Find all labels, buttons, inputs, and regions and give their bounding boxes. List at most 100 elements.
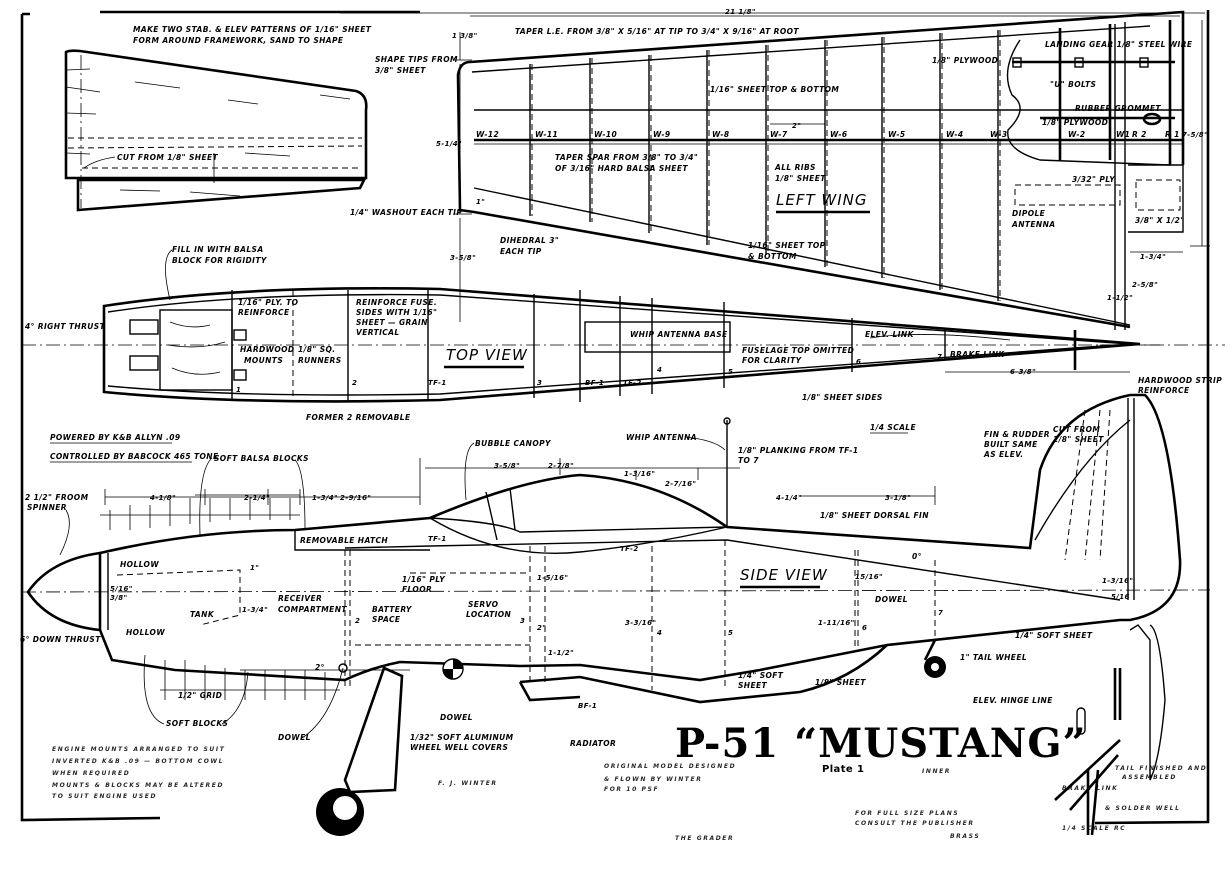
wing-dihedral-note-line2: EACH TIP [500, 247, 542, 256]
ply-floor-note-line2: FLOOR [402, 585, 432, 594]
reinforce-note-line3: SHEET — GRAIN [356, 318, 428, 327]
engine-notes: ENGINE MOUNTS ARRANGED TO SUIT INVERTED … [52, 746, 224, 800]
wing-tip-note-line2: 3/8" SHEET [375, 66, 426, 75]
rib-label: W1 [1116, 130, 1130, 139]
fin-cut-note-line1: CUT FROM [1053, 425, 1100, 434]
battery-note-line2: SPACE [372, 615, 401, 624]
hollow-note-2: HOLLOW [126, 628, 165, 637]
original-note-line1: ORIGINAL MODEL DESIGNED [604, 763, 736, 770]
hollow-note-1: HOLLOW [120, 560, 159, 569]
dowel-note-3: DOWEL [875, 595, 908, 604]
stab-cut-note: CUT FROM 1/8" SHEET [117, 153, 218, 162]
former-label: BF-1 [585, 379, 604, 387]
tail-wheel-icon [923, 639, 946, 678]
rib-label: W-9 [653, 130, 670, 139]
wing-ribs-note-line2: 1/8" SHEET [775, 174, 826, 183]
scale-bottom-label: 1/4 SCALE RC [1062, 825, 1126, 832]
u-bolt-icons [1012, 57, 1162, 126]
former-label: 1 [236, 386, 241, 394]
dowel-icon [338, 663, 348, 673]
center-of-gravity-icon [442, 658, 464, 680]
fin-cut-note-line2: 1/8" SHEET [1053, 435, 1104, 444]
wing-taper-le-note: TAPER L.E. FROM 3/8" X 5/16" AT TIP TO 3… [515, 27, 799, 36]
side-dim-vert: 5/16" [110, 585, 133, 593]
side-former-label: BF-1 [578, 702, 597, 710]
wing-span-dim: 21 1/8" [725, 8, 756, 16]
plan-title: P-51 “MUSTANG” [675, 720, 1086, 767]
side-dim-top: 4-1/8" [150, 494, 176, 502]
receiver-note-line2: COMPARTMENT [278, 605, 347, 614]
side-dim-top: 2-7/8" [548, 462, 574, 470]
engine-note-line4: MOUNTS & BLOCKS MAY BE ALTERED [52, 782, 224, 789]
former-label: TF-2 [623, 379, 642, 387]
top-ply-note-line2: REINFORCE [238, 308, 290, 317]
fuse-top-note-line2: FOR CLARITY [742, 356, 803, 365]
receiver-note-line1: RECEIVER [278, 594, 322, 603]
sheet-sides-note: 1/8" SHEET SIDES [802, 393, 883, 402]
controlled-by-note: CONTROLLED BY BABCOCK 465 TONE [50, 452, 219, 461]
planking-note-line1: 1/8" PLANKING FROM TF-1 [738, 446, 858, 455]
hardwood-strip-note-line1: HARDWOOD STRIP [1138, 376, 1222, 385]
runners-note-line1: 1/8" SQ. [298, 345, 336, 354]
dipole-note-line2: ANTENNA [1011, 220, 1055, 229]
fin-note-line2: BUILT SAME [984, 440, 1038, 449]
former-removable-note: FORMER 2 REMOVABLE [306, 413, 411, 422]
hardwood-note-line1: HARDWOOD [240, 345, 295, 354]
side-dim-vert: 1-1/2" [548, 649, 574, 657]
rib-label: W-11 [535, 130, 558, 139]
side-dim-vert: 1-3/16" [1102, 577, 1133, 585]
designer-credit: F. J. WINTER [438, 780, 498, 787]
side-dim-vert: 3-3/16" [625, 619, 656, 627]
grid-note: 1/2" GRID [178, 691, 222, 700]
brake-note-line1: BRAKE LINK [1062, 785, 1118, 792]
ply-floor-note-line1: 1/16" PLY [402, 575, 446, 584]
wing-dihedral-note-line1: DIHEDRAL 3" [500, 236, 559, 245]
rib-label: R 1 [1165, 130, 1180, 139]
spinner-note-line1: 2 1/2" FROOM [25, 493, 89, 502]
rib-label: R 2 [1132, 130, 1147, 139]
landing-gear-note: LANDING GEAR 1/8" STEEL WIRE [1045, 40, 1193, 49]
side-former-label: TF-2 [620, 545, 639, 553]
top-fill-note-line1: FILL IN WITH BALSA [172, 245, 264, 254]
wing-root-c-dim: 1-1/2" [1107, 294, 1133, 302]
wing-sheet2-note-line2: & BOTTOM [748, 252, 797, 261]
side-dim-vert: 1-11/16" [818, 619, 855, 627]
rib-label: W-8 [712, 130, 729, 139]
former-label: 2 [352, 379, 357, 387]
reinforce-note-line4: VERTICAL [356, 328, 400, 337]
wing-root-b-dim: 2-5/8" [1132, 281, 1158, 289]
whip-antenna-note: WHIP ANTENNA [626, 433, 697, 442]
left-wing-label: LEFT WING [776, 191, 868, 209]
soft-sheet-note-line2: SHEET [738, 681, 768, 690]
wing-ribs [529, 20, 1172, 330]
radiator-note: RADIATOR [570, 739, 616, 748]
hardwood-strip-note-line2: REINFORCE [1138, 386, 1190, 395]
side-dim-vert: 15/16" [855, 573, 883, 581]
misc-note-line2: CONSULT THE PUBLISHER [855, 820, 975, 827]
tail-length-dim: 6-3/8" [1010, 368, 1036, 376]
former-label: 7 [937, 353, 942, 361]
ubolts-note: "U" BOLTS [1050, 80, 1096, 89]
side-dim-vert: 3/8" [110, 594, 128, 602]
rib-label: W-12 [476, 130, 499, 139]
side-dim-vert: 2" [537, 624, 546, 632]
soft-sheet-tail-note: 1/4" SOFT SHEET [1015, 631, 1093, 640]
tail-note-line1: TAIL FINISHED AND [1115, 765, 1207, 772]
servo-note-line1: SERVO [468, 600, 499, 609]
side-dim-vert: 1" [250, 564, 259, 572]
hardwood-note-line2: MOUNTS [244, 356, 283, 365]
sheet-border [20, 10, 1210, 825]
side-former-label: 3 [520, 617, 525, 625]
eighth-sheet-note: 1/8" SHEET [815, 678, 866, 687]
down-thrust-note: 6° DOWN THRUST [20, 635, 101, 644]
wheel-cover-note-line1: 1/32" SOFT ALUMINUM [410, 733, 514, 742]
side-former-label: 7 [938, 609, 943, 617]
wing-dimensions [454, 15, 1210, 322]
wing-spar-note-line2: OF 3/16" HARD BALSA SHEET [555, 164, 688, 173]
brass-label: BRASS [950, 833, 980, 840]
former-label: 3 [537, 379, 542, 387]
side-dim-vert: 1-5/16" [537, 574, 568, 582]
fin-note-line1: FIN & RUDDER [984, 430, 1050, 439]
side-view-label: SIDE VIEW [740, 566, 828, 584]
rib-label: W-4 [946, 130, 963, 139]
